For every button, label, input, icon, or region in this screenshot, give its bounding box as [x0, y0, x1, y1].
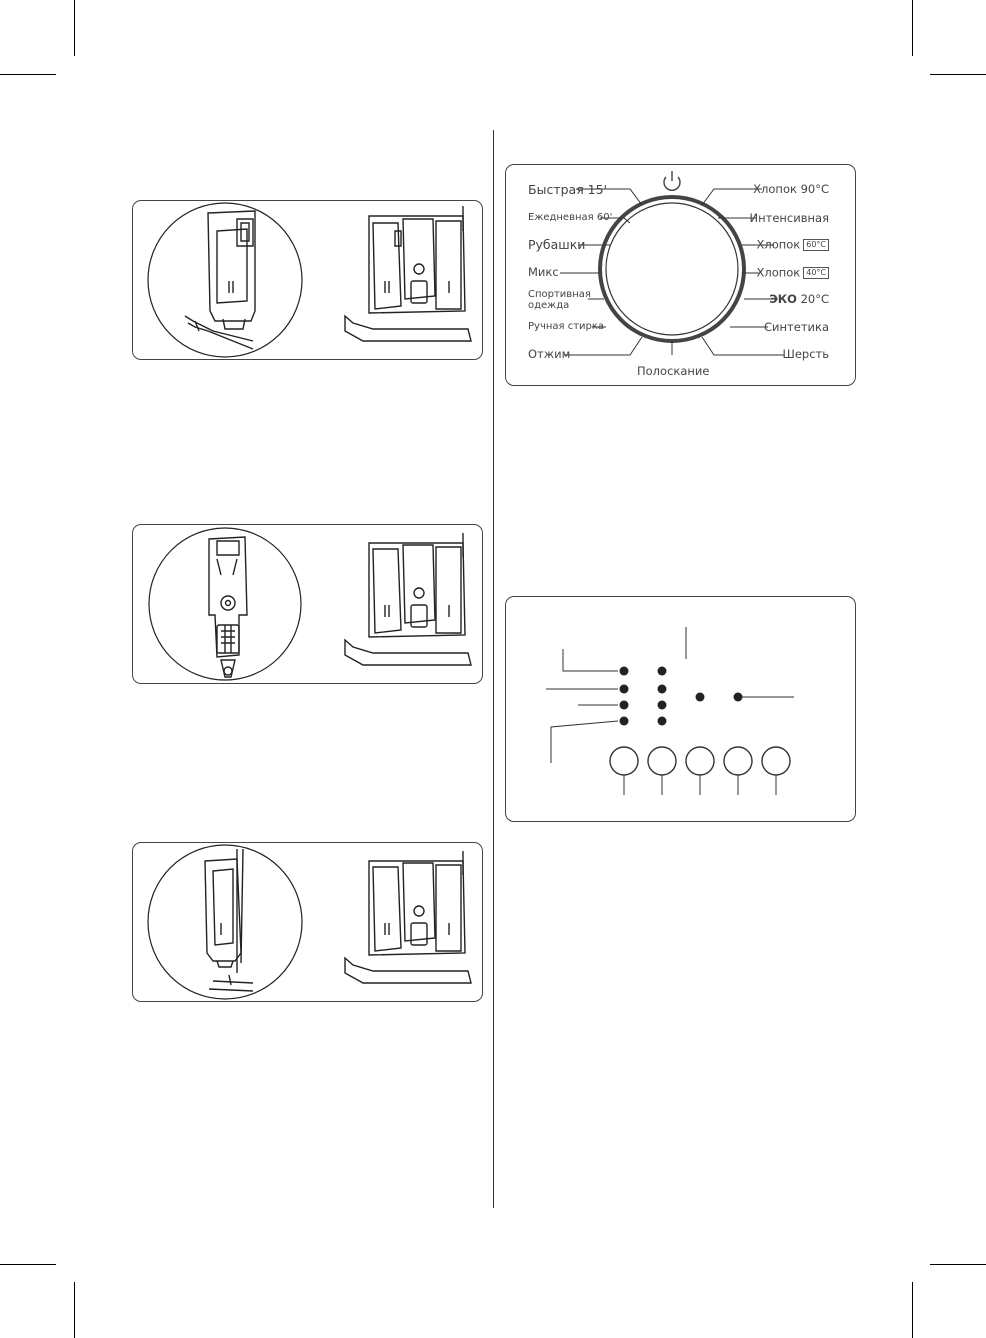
program-label: Полоскание — [637, 364, 710, 378]
detergent-drawer-figure-3 — [132, 842, 483, 1002]
program-label: Рубашки — [528, 237, 586, 252]
program-label: Синтетика — [764, 320, 829, 334]
program-label: Отжим — [528, 347, 571, 361]
crop-mark — [74, 0, 75, 56]
crop-mark — [912, 0, 913, 56]
temperature-tag: 60°C — [803, 239, 829, 251]
control-panel-diagram — [546, 627, 794, 795]
program-label: одежда — [528, 300, 570, 311]
detergent-drawer-figure-1 — [132, 200, 483, 360]
crop-mark — [912, 1282, 913, 1338]
control-button[interactable] — [648, 747, 676, 775]
program-label: Микс — [528, 265, 559, 279]
control-button[interactable] — [762, 747, 790, 775]
program-label-suffix: 20°C — [800, 292, 829, 306]
program-label: Ручная стирка — [528, 321, 605, 332]
program-label: Хлопок 90°C — [753, 182, 829, 196]
drawer-illustration — [148, 527, 472, 681]
control-panel — [505, 596, 856, 822]
column-divider — [493, 130, 494, 1208]
program-label: Спортивная — [528, 289, 591, 300]
crop-mark — [0, 74, 56, 75]
dial-lines — [560, 188, 784, 356]
program-label: ЭКО 20°C — [769, 292, 829, 306]
control-button[interactable] — [724, 747, 752, 775]
program-label-text: Хлопок — [756, 237, 801, 252]
temperature-tag: 40°C — [803, 267, 829, 279]
program-label-text: Хлопок — [756, 265, 801, 280]
control-button[interactable] — [610, 747, 638, 775]
program-label: Интенсивная — [749, 211, 829, 225]
crop-mark — [930, 74, 986, 75]
program-label: Быстрая 15' — [528, 182, 608, 197]
control-button[interactable] — [686, 747, 714, 775]
program-label: Шерсть — [782, 347, 829, 361]
program-dial-panel: Быстрая 15' Ежедневная 60' Рубашки Микс … — [505, 164, 856, 386]
crop-mark — [930, 1264, 986, 1265]
drawer-illustration — [147, 844, 472, 1000]
program-label-text: ЭКО — [769, 292, 797, 306]
crop-mark — [74, 1282, 75, 1338]
detergent-drawer-figure-2 — [132, 524, 483, 684]
power-icon — [663, 171, 681, 191]
crop-mark — [0, 1264, 56, 1265]
program-label: Ежедневная 60' — [528, 212, 613, 223]
drawer-illustration — [147, 202, 472, 358]
